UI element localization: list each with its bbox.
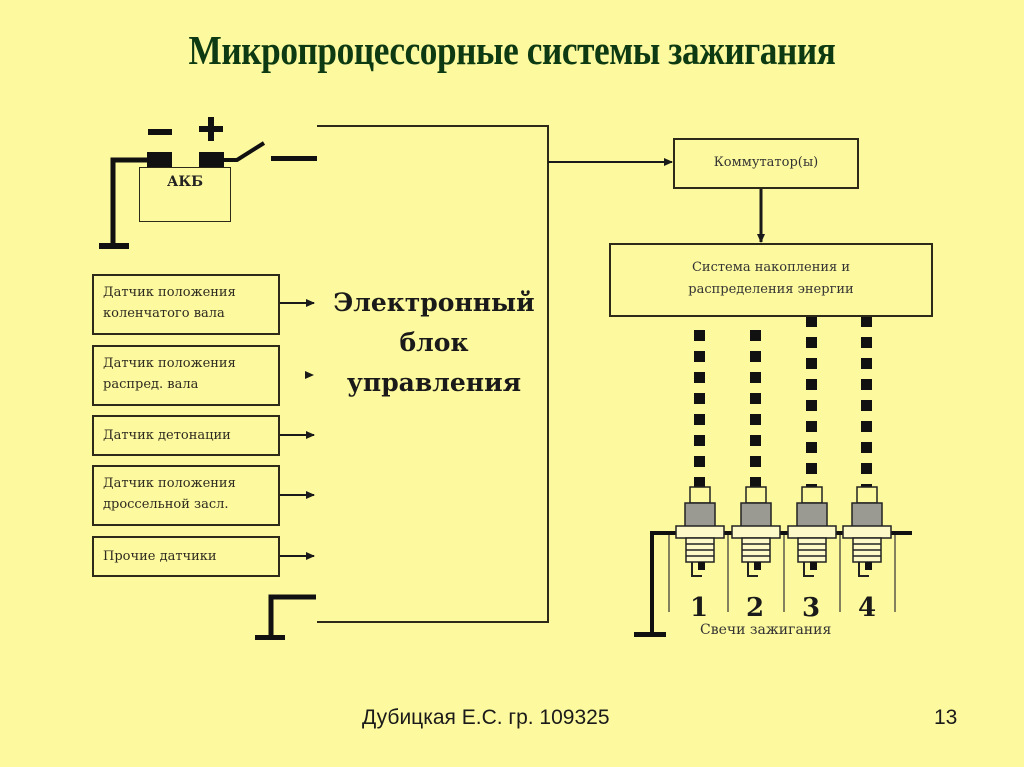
hv-lead-segment [694,351,705,362]
sensor-label-line1: Датчик положения [103,476,236,491]
battery-ground-wire [110,157,147,244]
ecu-ground-symbol-icon [255,635,285,640]
hv-lead-segment [750,372,761,383]
spark-plug-3-icon [787,486,841,612]
sensor-label-line1: Прочие датчики [103,549,217,564]
plug-number-3: 3 [802,593,821,623]
plug-number-4: 4 [858,593,877,623]
plugs-ground-symbol-icon [634,632,666,637]
ground-symbol-icon [99,243,129,249]
hv-lead-segment [806,379,817,390]
hv-leads [694,316,872,495]
ecu-label: Электронный блок управления [318,283,550,403]
hv-lead-segment [806,421,817,432]
sensor-label-line1: Датчик положения [103,285,236,300]
switch-contact [271,156,317,161]
hv-lead-segment [694,456,705,467]
hv-lead-segment [861,421,872,432]
hv-lead-segment [861,337,872,348]
energy-storage-box: Система накопления и распределения энерг… [609,243,933,317]
hv-lead-segment [750,351,761,362]
footer-author: Дубицкая Е.С. гр. 109325 [362,706,610,729]
commutator-box: Коммутатор(ы) [673,138,859,189]
hv-lead-segment [806,337,817,348]
spark-plugs [668,486,896,612]
hv-lead-segment [806,400,817,411]
battery-box: АКБ [139,167,231,222]
ecu-label-line1: Электронный [333,288,535,317]
sensor-label-line2: коленчатого вала [103,306,225,321]
sensor-label-line2: распред. вала [103,377,199,392]
minus-icon [148,129,172,135]
hv-lead-segment [861,358,872,369]
sensor-throttle: Датчик положения дроссельной засл. [92,465,280,526]
plug-number-1: 1 [690,593,709,623]
sensor-label-line1: Датчик детонации [103,428,231,443]
plug-number-2: 2 [746,593,765,623]
hv-lead-segment [694,477,705,488]
hv-lead-segment [750,393,761,404]
spark-plug-4-icon [842,486,896,612]
sensor-camshaft: Датчик положения распред. вала [92,345,280,406]
hv-lead-segment [750,477,761,488]
spark-plugs-caption: Свечи зажигания [700,622,832,638]
hv-lead-segment [750,414,761,425]
hv-lead-segment [694,435,705,446]
plus-icon [199,117,223,141]
ignition-switch-icon [224,141,266,162]
sensor-arrow-2 [305,371,314,379]
storage-label-line1: Система накопления и [691,260,851,275]
hv-lead-segment [750,435,761,446]
hv-lead-segment [861,463,872,474]
hv-lead-segment [694,330,705,341]
page-number: 13 [934,706,958,729]
commutator-label: Коммутатор(ы) [713,155,819,170]
ecu-label-line3: управления [346,368,522,397]
hv-lead-segment [861,316,872,327]
hv-lead-segment [694,393,705,404]
hv-lead-segment [861,442,872,453]
ecu-block-outline [317,125,549,623]
hv-lead-segment [694,372,705,383]
storage-label-line2: распределения энергии [688,282,854,297]
slide-title: Микропроцессорные системы зажигания [188,27,836,73]
battery-negative-terminal [147,152,172,168]
battery-positive-terminal [199,152,224,168]
hv-lead-segment [806,463,817,474]
ecu-label-line2: блок [399,328,469,357]
ecu-ground-wire [268,594,316,637]
hv-lead-segment [750,330,761,341]
hv-lead-segment [861,379,872,390]
hv-lead-segment [806,316,817,327]
hv-lead-segment [694,414,705,425]
hv-lead-segment [861,400,872,411]
hv-lead-segment [806,442,817,453]
sensor-other: Прочие датчики [92,536,280,577]
hv-lead-segment [750,456,761,467]
sensor-crankshaft: Датчик положения коленчатого вала [92,274,280,335]
sensor-label-line2: дроссельной засл. [103,497,229,512]
sensor-knock: Датчик детонации [92,415,280,456]
hv-lead-segment [806,358,817,369]
spark-plug-2-icon [731,486,785,612]
battery-label: АКБ [166,174,204,190]
sensor-label-line1: Датчик положения [103,356,236,371]
spark-plug-1-icon [675,486,729,612]
